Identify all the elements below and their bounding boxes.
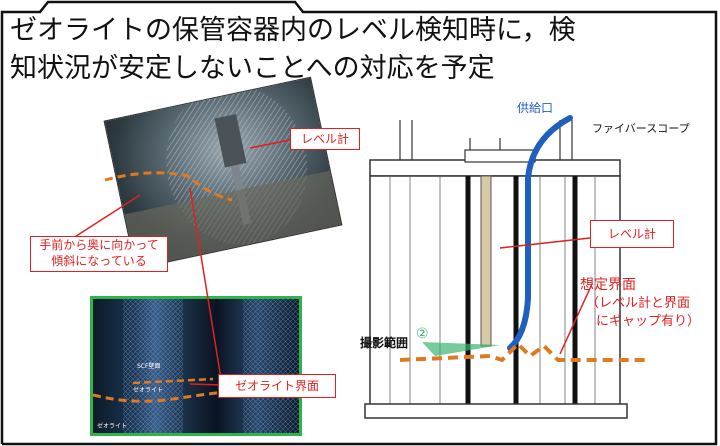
assumed-interface-line-2: （レベル計と界面 (586, 296, 691, 311)
container-body-lines (389, 176, 596, 408)
callout-level-gauge-photo: レベル計 (290, 128, 360, 150)
leader-interface-to-top (189, 187, 223, 386)
leader-level-gauge (249, 139, 291, 149)
level-gauge-rod (480, 175, 492, 347)
label-scf-wall: SCF壁面 (137, 363, 161, 370)
fiberscope-cable (507, 115, 573, 351)
callout-slope: 手前から奥に向かって 傾斜になっている (30, 236, 168, 272)
leader-diagram-assumed (559, 283, 593, 355)
label-supply-port: 供給口 (517, 101, 554, 115)
container-body (369, 175, 621, 409)
label-fiberscope: ファイバースコープ (592, 122, 690, 135)
leader-diagram-level (499, 237, 591, 249)
callout-diagram-level-gauge-text: レベル計 (607, 227, 656, 241)
zeolite-interface-photo: SCF壁面 ゼオライト ゼオライト (90, 296, 302, 436)
container-support-rods (465, 176, 578, 416)
level-gauge-photo-art (124, 85, 342, 269)
leader-interface-to-bottom (189, 383, 223, 386)
assumed-interface-title: 想定界面 (580, 277, 636, 293)
label-zeolite-small: ゼオライト (133, 387, 164, 394)
heading-line-2: 知状況が安定しないことへの対応を予定 (10, 53, 495, 84)
level-gauge-photo (104, 77, 342, 269)
callout-level-gauge-photo-text: レベル計 (300, 132, 349, 146)
container-flange-top (464, 149, 536, 163)
callout-slope-line-1: 手前から奥に向かって (39, 238, 159, 252)
leader-slope (69, 194, 141, 241)
callout-zeolite-interface-text: ゼオライト界面 (234, 379, 319, 393)
callout-zeolite-interface: ゼオライト界面 (218, 374, 336, 398)
label-shooting-range: 撮影範囲 (360, 336, 409, 350)
assumed-interface-line (399, 341, 645, 363)
label-circle-two: ② (416, 326, 429, 342)
container-diagram (364, 115, 645, 419)
callout-diagram-level-gauge: レベル計 (590, 220, 674, 248)
container-base (364, 403, 628, 419)
heading-line-1: ゼオライトの保管容器内のレベル検知時に，検 (10, 15, 576, 46)
callout-slope-line-2: 傾斜になっている (51, 254, 147, 268)
top-photo-interface-line (104, 171, 233, 202)
shooting-range-area (422, 342, 500, 356)
zeolite-interface-photo-art (93, 299, 299, 433)
assumed-interface-line-3: にギャップ有り） (596, 314, 701, 329)
label-zeolite-bottom: ゼオライト (97, 423, 128, 430)
